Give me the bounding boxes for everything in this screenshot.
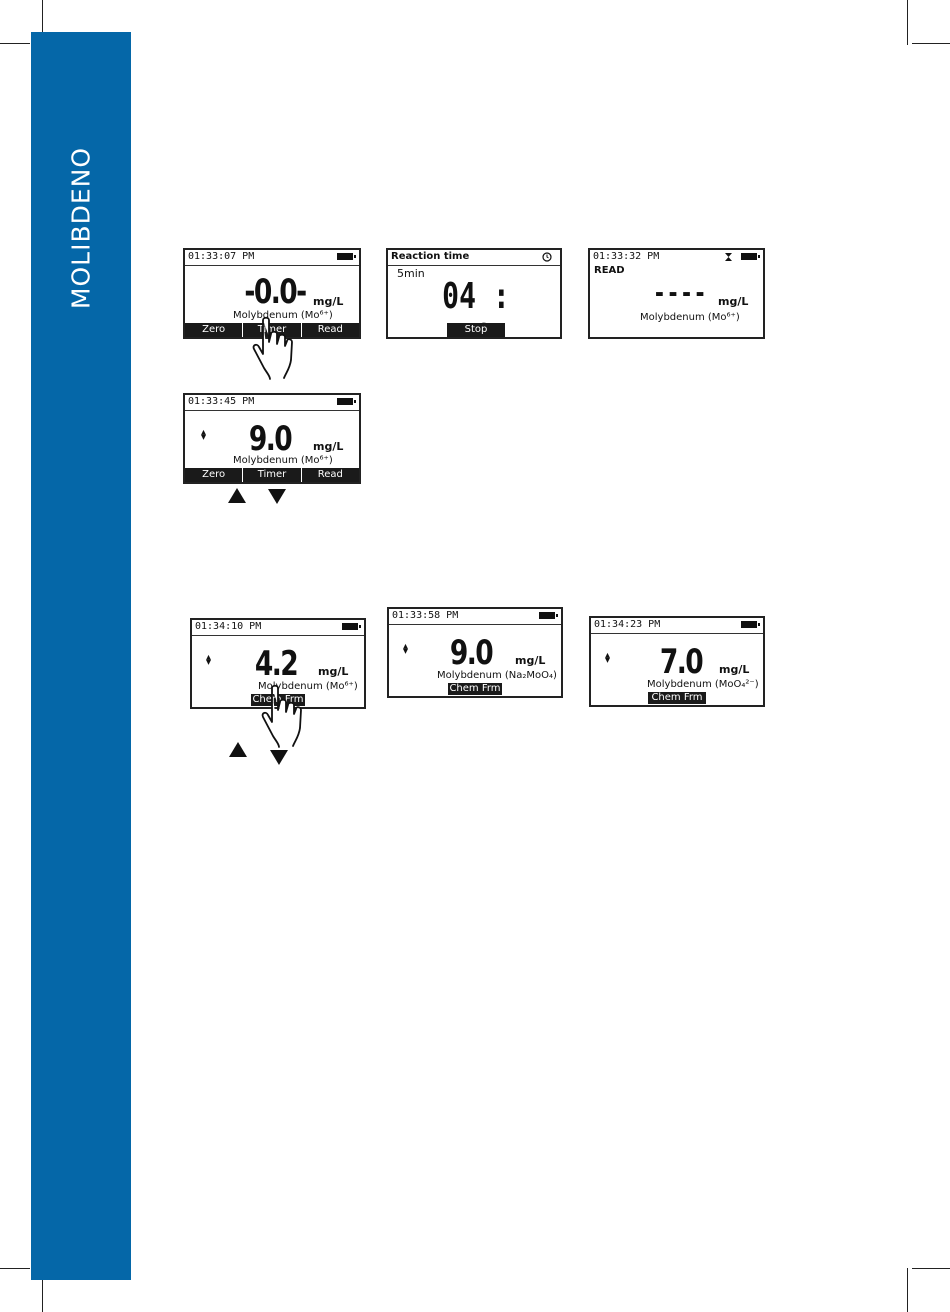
reading-unit: mg/L bbox=[313, 295, 344, 308]
reading-value: - - - - bbox=[654, 276, 705, 309]
softkey-bar: Zero Timer Read bbox=[185, 323, 359, 337]
read-key[interactable]: Read bbox=[300, 323, 359, 337]
meter-screen-zero: 01:33:07 PM -0.0- mg/L Molybdenum (Mo⁶⁺)… bbox=[183, 248, 361, 339]
chem-form-screen-na2moo4: 01:33:58 PM ▴▾ 9.0 mg/L Molybdenum (Na₂M… bbox=[387, 607, 563, 698]
status-bar: 01:33:58 PM bbox=[389, 609, 561, 625]
reading-unit: mg/L bbox=[318, 665, 349, 678]
stop-key[interactable]: Stop bbox=[447, 323, 505, 337]
meter-screen-result: 01:33:45 PM ▴▾ 9.0 mg/L Molybdenum (Mo⁶⁺… bbox=[183, 393, 361, 484]
softkey-bar: Zero Timer Read bbox=[185, 468, 359, 482]
crop-mark bbox=[912, 43, 950, 44]
screen-title: Reaction time bbox=[391, 251, 470, 262]
crop-mark bbox=[42, 1268, 43, 1312]
reading-value: 7.0 bbox=[659, 642, 704, 682]
read-status: READ bbox=[594, 265, 625, 276]
clock-time: 01:33:32 PM bbox=[593, 251, 660, 262]
chem-form-screen-moo4: 01:34:23 PM ▴▾ 7.0 mg/L Molybdenum (MoO₄… bbox=[589, 616, 765, 707]
reading-unit: mg/L bbox=[313, 440, 344, 453]
battery-icon bbox=[539, 612, 558, 619]
arrow-up-icon[interactable] bbox=[228, 488, 246, 503]
battery-icon bbox=[342, 623, 361, 630]
status-bar: 01:34:10 PM bbox=[192, 620, 364, 636]
zero-key[interactable]: Zero bbox=[202, 324, 226, 335]
reading-unit: mg/L bbox=[718, 295, 749, 308]
status-bar: 01:33:45 PM bbox=[185, 395, 359, 411]
reaction-time-screen: Reaction time 5min 04 : 59 Stop bbox=[386, 248, 562, 339]
battery-icon bbox=[337, 253, 356, 260]
crop-mark bbox=[912, 1268, 950, 1269]
chem-form-key[interactable]: Chem Frm bbox=[648, 692, 706, 704]
parameter-label: Molybdenum (Mo⁶⁺) bbox=[258, 681, 358, 692]
up-down-icon: ▴▾ bbox=[403, 641, 409, 657]
status-bar: Reaction time bbox=[388, 250, 560, 266]
parameter-label: Molybdenum (MoO₄²⁻) bbox=[647, 679, 759, 690]
clock-icon bbox=[542, 252, 552, 262]
clock-time: 01:33:07 PM bbox=[188, 251, 255, 262]
hourglass-icon bbox=[725, 253, 732, 261]
reading-unit: mg/L bbox=[515, 654, 546, 667]
zero-key[interactable]: Zero bbox=[202, 469, 226, 480]
reading-value: 4.2 bbox=[254, 644, 299, 684]
status-bar: 01:33:07 PM bbox=[185, 250, 359, 266]
reading-value: 9.0 bbox=[248, 419, 293, 459]
reading-value: 9.0 bbox=[449, 633, 494, 673]
parameter-label: Molybdenum (Mo⁶⁺) bbox=[233, 310, 333, 321]
crop-mark bbox=[42, 0, 43, 45]
crop-mark bbox=[907, 0, 908, 45]
reading-value: -0.0- bbox=[244, 272, 307, 312]
battery-icon bbox=[741, 253, 760, 260]
parameter-label: Molybdenum (Mo⁶⁺) bbox=[640, 312, 740, 323]
crop-mark bbox=[0, 43, 30, 44]
crop-mark bbox=[907, 1268, 908, 1312]
sidebar-title: MOLIBDENO bbox=[66, 146, 96, 310]
timer-duration: 5min bbox=[397, 267, 425, 280]
timer-key[interactable]: Timer bbox=[242, 323, 300, 337]
clock-time: 01:34:10 PM bbox=[195, 621, 262, 632]
clock-time: 01:33:45 PM bbox=[188, 396, 255, 407]
chem-form-key[interactable]: Chem Frm bbox=[448, 683, 502, 695]
read-key[interactable]: Read bbox=[300, 468, 359, 482]
up-down-icon: ▴▾ bbox=[605, 650, 611, 666]
clock-time: 01:34:23 PM bbox=[594, 619, 661, 630]
arrow-up-icon[interactable] bbox=[229, 742, 247, 757]
hand-pointer-icon bbox=[252, 316, 293, 380]
parameter-label: Molybdenum (Mo⁶⁺) bbox=[233, 455, 333, 466]
reading-unit: mg/L bbox=[719, 663, 750, 676]
status-bar: 01:34:23 PM bbox=[591, 618, 763, 634]
read-screen: 01:33:32 PM READ - - - - mg/L Molybdenum… bbox=[588, 248, 765, 339]
battery-icon bbox=[741, 621, 760, 628]
parameter-label: Molybdenum (Na₂MoO₄) bbox=[437, 670, 557, 681]
arrow-down-icon[interactable] bbox=[268, 489, 286, 504]
battery-icon bbox=[337, 398, 356, 405]
arrow-down-icon[interactable] bbox=[270, 750, 288, 765]
up-down-icon: ▴▾ bbox=[201, 427, 207, 443]
timer-key[interactable]: Timer bbox=[242, 468, 300, 482]
status-bar: 01:33:32 PM bbox=[590, 250, 763, 265]
clock-time: 01:33:58 PM bbox=[392, 610, 459, 621]
hand-pointer-icon bbox=[261, 684, 302, 748]
up-down-icon: ▴▾ bbox=[206, 652, 212, 668]
sidebar bbox=[31, 32, 131, 1280]
crop-mark bbox=[0, 1268, 30, 1269]
